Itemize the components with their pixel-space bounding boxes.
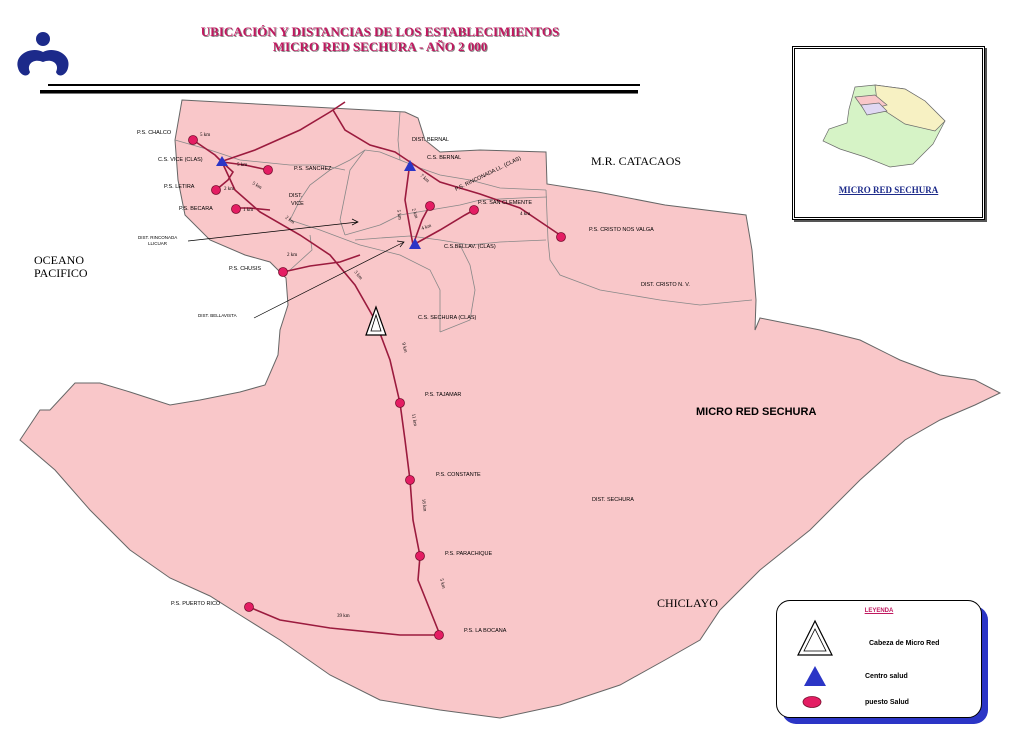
label-oceano: OCEANO — [34, 253, 84, 267]
inset-map-graphic — [822, 84, 946, 168]
label-parachique: P.S. PARACHIQUE — [445, 551, 493, 557]
puesto-bocana-icon — [434, 630, 444, 640]
inset-label: MICRO RED SECHURA — [838, 185, 939, 195]
label-dist-cristo: DIST. CRISTO N. V. — [641, 282, 690, 288]
legend-hollow-triangle-icon — [797, 619, 833, 656]
label-pacifico: PACIFICO — [34, 266, 88, 280]
km-bocana-puerto-rico: 39 km — [337, 614, 350, 619]
label-chiclayo: CHICLAYO — [657, 596, 718, 610]
centro-salud-vice-icon — [216, 156, 228, 166]
label-dist-sechura: DIST. SECHURA — [592, 497, 634, 503]
puesto-parachique-icon — [415, 551, 425, 561]
puesto-san-clemente-icon — [469, 205, 479, 215]
label-micro-red-sechura: MICRO RED SECHURA — [696, 406, 817, 418]
label-chusis: P.S. CHUSIS — [229, 266, 261, 272]
puesto-chalco-icon — [188, 135, 198, 145]
km-parachique-bocana: 5 km — [438, 578, 445, 589]
km-constante-parachique: 18 km — [420, 499, 427, 512]
puesto-sanchez-icon — [263, 165, 273, 175]
puesto-tajamar-icon — [395, 398, 405, 408]
centro-salud-bellavista-icon — [409, 238, 421, 249]
km-vice-road: 5 km — [251, 181, 262, 190]
title-line-1: UBICACIÓN Y DISTANCIAS DE LOS ESTABLECIM… — [200, 24, 560, 39]
km-vice-sechura: 2 km — [284, 216, 295, 226]
label-dist-vice-1: DIST. — [289, 193, 303, 199]
district-borders — [174, 111, 753, 333]
label-catacaos: M.R. CATACAOS — [591, 154, 682, 168]
km-bellavista-sanclemente: 4 km — [421, 224, 432, 232]
km-bernal-rinconada: 7 km — [419, 174, 430, 184]
label-bernal: C.S. BERNAL — [427, 155, 461, 161]
puesto-cristo-icon — [556, 232, 566, 242]
page-title: UBICACIÓN Y DISTANCIAS DE LOS ESTABLECIM… — [150, 24, 610, 54]
label-letira: P.S. LETIRA — [164, 184, 195, 190]
label-tajamar: P.S. TAJAMAR — [425, 392, 461, 398]
legend-label-centro: Centro salud — [865, 673, 908, 680]
label-dist-rinconada-1: DIST. RINCONADA — [138, 235, 177, 240]
km-letira: 2 km — [224, 187, 234, 192]
puesto-becara-icon — [231, 204, 241, 214]
km-becara: 1 km — [243, 208, 253, 213]
logo-icon — [17, 32, 69, 76]
puesto-rinconada-icon — [425, 201, 435, 211]
km-sechura-bellavista: 3 km — [352, 270, 362, 281]
label-constante: P.S. CONSTANTE — [436, 472, 481, 478]
puesto-puerto-rico-icon — [244, 602, 254, 612]
label-bocana: P.S. LA BOCANA — [464, 628, 507, 634]
title-line-2: MICRO RED SECHURA - AÑO 2 000 — [272, 39, 488, 54]
label-becara: P.S. BECARA — [179, 206, 213, 212]
leader-lines — [187, 218, 405, 319]
puesto-letira-icon — [211, 185, 221, 195]
label-dist-bernal: DIST. BERNAL — [412, 137, 449, 143]
puesto-chusis-icon — [278, 267, 288, 277]
label-dist-rinconada-2: LLICUAR — [148, 241, 168, 246]
km-sanclemente-cristo: 4 km — [520, 212, 530, 217]
legend-label-puesto: puesto Salud — [865, 699, 909, 706]
puesto-constante-icon — [405, 475, 415, 485]
header-rule-double — [40, 90, 638, 94]
label-san-clemente: P.S. SAN CLEMENTE — [478, 200, 532, 206]
label-dist-vice-2: VICE — [291, 201, 304, 207]
km-chusis: 2 km — [287, 253, 297, 258]
label-dist-bellavista: DIST. BELLAVISTA — [198, 313, 237, 318]
legend-label-cabeza: Cabeza de Micro Red — [869, 640, 940, 647]
sechura-region-fill — [19, 99, 1002, 719]
label-sanchez: P.S. SANCHEZ — [294, 166, 332, 172]
inset-map: MICRO RED SECHURA — [792, 46, 985, 220]
legend: LEYENDA Cabeza de Micro Red Centro salud… — [776, 600, 982, 718]
km-bellavista-rinconada: 2 km — [410, 208, 418, 219]
label-cristo: P.S. CRISTO NOS VALGA — [589, 227, 654, 233]
legend-red-circle-icon — [802, 696, 822, 708]
km-chalco: 5 km — [200, 133, 210, 138]
km-sechura-tajamar: 9 km — [400, 342, 407, 353]
label-vice: C.S. VICE (CLAS) — [158, 157, 203, 163]
legend-title: LEYENDA — [864, 608, 894, 614]
legend-blue-triangle-icon — [804, 666, 826, 686]
km-rinconada-bellavista: 5 km — [395, 209, 402, 220]
label-chalco: P.S. CHALCO — [137, 130, 172, 136]
km-sanchez: 5 km — [237, 163, 247, 168]
centro-salud-bernal-icon — [404, 160, 416, 171]
label-sechura-cs: C.S. SECHURA (CLAS) — [418, 315, 477, 321]
km-tajamar-constante: 11 km — [410, 413, 417, 426]
header-rule — [48, 84, 640, 86]
cabeza-micro-red-icon — [365, 305, 387, 336]
label-puerto-rico: P.S. PUERTO RICO — [171, 601, 221, 607]
road-network — [192, 101, 561, 636]
label-bellavista-cs: C.S.BELLAV. (CLAS) — [444, 244, 496, 250]
